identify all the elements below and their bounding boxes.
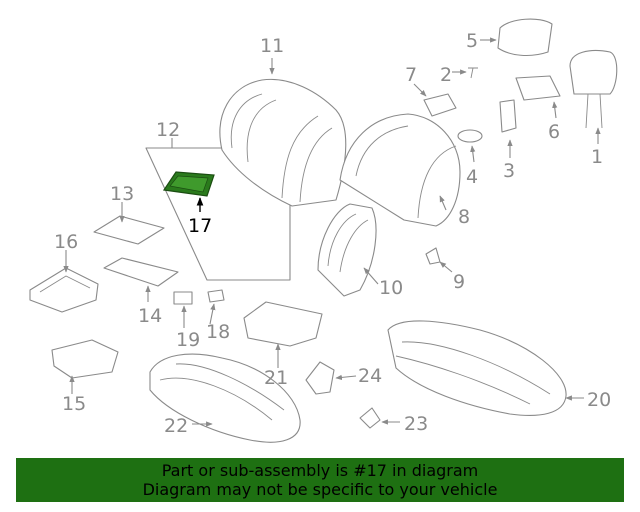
banner-line-1: Part or sub-assembly is #17 in diagram [161, 461, 479, 480]
part-23-shape [359, 407, 381, 429]
part-6-shape [515, 75, 561, 101]
callout-2: 2 [440, 64, 452, 86]
callout-4: 4 [466, 166, 478, 188]
callout-8: 8 [458, 206, 470, 228]
callout-12: 12 [156, 119, 180, 141]
callout-11: 11 [260, 35, 284, 57]
part-19-shape [173, 291, 193, 305]
part-5-shape [497, 18, 553, 57]
callout-14: 14 [138, 305, 162, 327]
part-20-shape [387, 320, 567, 416]
part-17-shape[interactable] [162, 171, 215, 197]
callout-20: 20 [587, 389, 611, 411]
part-9-shape [425, 247, 441, 265]
info-banner: Part or sub-assembly is #17 in diagram D… [16, 458, 624, 502]
callout-15: 15 [62, 393, 86, 415]
callout-9: 9 [453, 271, 465, 293]
callout-6: 6 [548, 121, 560, 143]
part-8-shape [339, 113, 461, 227]
callout-19: 19 [176, 329, 200, 351]
part-22-shape [149, 353, 301, 443]
callout-1: 1 [591, 146, 603, 168]
callout-3: 3 [503, 160, 515, 182]
callout-23: 23 [404, 413, 428, 435]
callout-16: 16 [54, 231, 78, 253]
part-14-shape [103, 257, 179, 287]
callout-22: 22 [164, 415, 188, 437]
part-15-shape [51, 339, 119, 379]
callout-10: 10 [379, 277, 403, 299]
part-18-shape [207, 289, 225, 303]
part-10-shape [317, 203, 377, 297]
part-24-shape [305, 361, 335, 395]
callout-21: 21 [264, 367, 288, 389]
part-21-shape [243, 301, 323, 347]
banner-line-2: Diagram may not be specific to your vehi… [142, 480, 498, 499]
part-11-shape [219, 78, 347, 207]
callout-5: 5 [466, 30, 478, 52]
callout-24: 24 [358, 365, 382, 387]
part-16-shape [29, 267, 99, 313]
part-1-shape [569, 49, 618, 129]
part-2-shape [468, 67, 478, 79]
callout-17[interactable]: 17 [188, 215, 212, 237]
callout-7: 7 [405, 64, 417, 86]
callout-18: 18 [206, 321, 230, 343]
part-7-shape [423, 93, 457, 117]
callout-13: 13 [110, 183, 134, 205]
part-13-shape [93, 215, 165, 245]
part-3-shape [499, 99, 517, 133]
part-4-shape [457, 129, 483, 143]
